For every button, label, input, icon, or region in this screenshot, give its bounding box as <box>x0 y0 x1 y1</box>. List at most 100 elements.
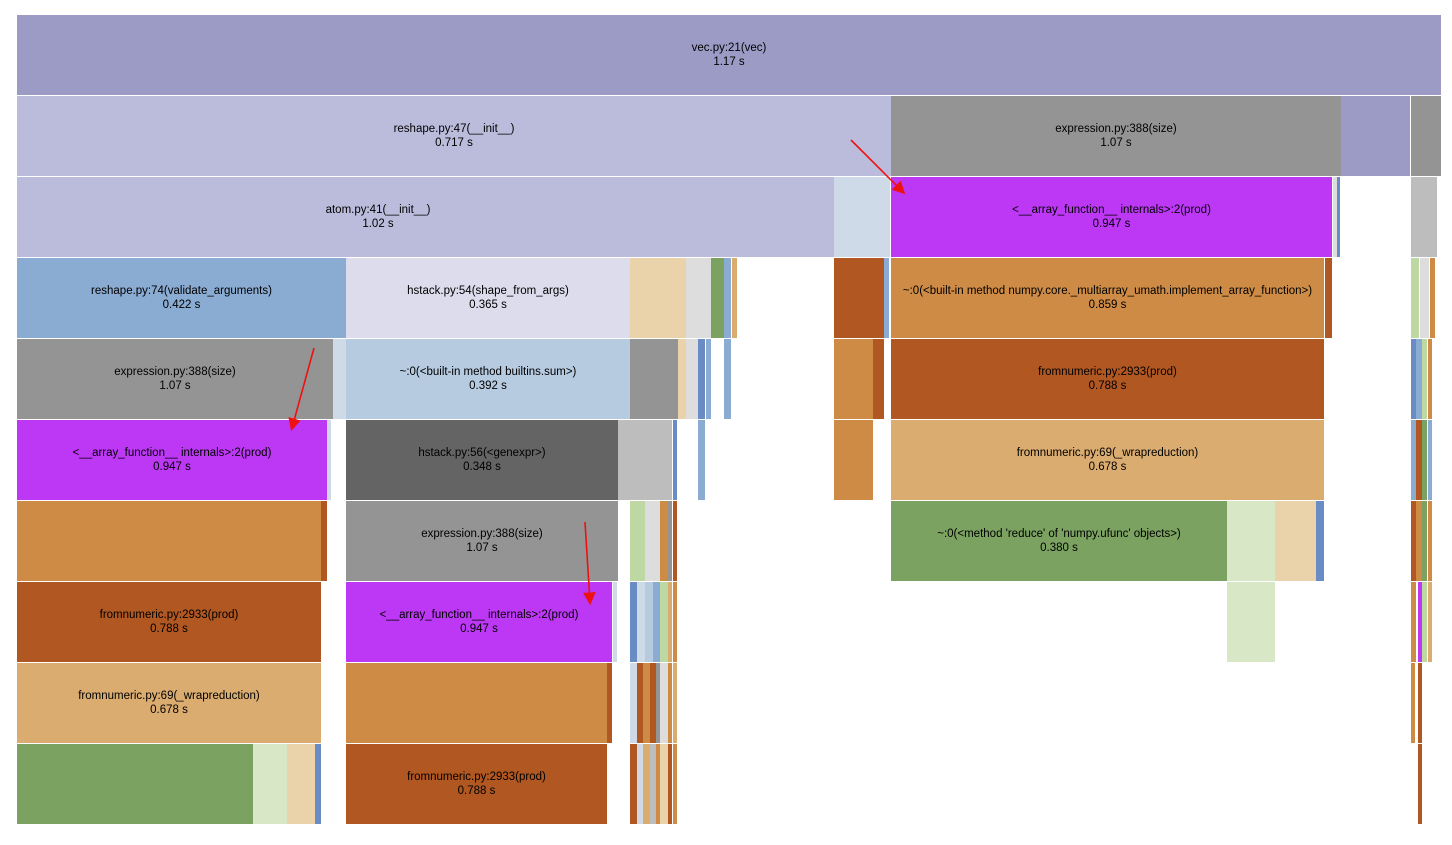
frame-vec[interactable]: vec.py:21(vec)1.17 s <box>17 15 1441 95</box>
frame-block[interactable] <box>834 420 873 500</box>
frame-array-function-prod-left[interactable]: <__array_function__ internals>:2(prod)0.… <box>17 420 327 500</box>
frame-block[interactable] <box>637 582 645 662</box>
frame-block[interactable] <box>686 339 698 419</box>
frame-block[interactable] <box>732 258 737 338</box>
frame-block[interactable] <box>1411 663 1415 743</box>
frame-block[interactable] <box>1422 339 1427 419</box>
frame-block[interactable] <box>673 663 677 743</box>
frame-block[interactable] <box>673 420 677 500</box>
frame-block[interactable] <box>1227 582 1275 662</box>
frame-block[interactable] <box>834 339 873 419</box>
frame-block[interactable] <box>1428 501 1432 581</box>
frame-wrapreduction-left[interactable]: fromnumeric.py:69(_wrapreduction)0.678 s <box>17 663 321 743</box>
frame-block[interactable] <box>653 582 660 662</box>
frame-fromnumeric-prod-mid[interactable]: fromnumeric.py:2933(prod)0.788 s <box>346 744 607 824</box>
frame-block[interactable] <box>656 744 660 824</box>
frame-block[interactable] <box>1411 582 1416 662</box>
frame-block[interactable] <box>1325 258 1332 338</box>
frame-block[interactable] <box>1411 339 1416 419</box>
frame-block[interactable] <box>1411 96 1441 176</box>
frame-block[interactable] <box>630 420 672 500</box>
frame-block[interactable] <box>884 177 890 257</box>
frame-expression-size-right[interactable]: expression.py:388(size)1.07 s <box>891 96 1341 176</box>
frame-block[interactable] <box>1275 501 1316 581</box>
frame-atom-init[interactable]: atom.py:41(__init__)1.02 s <box>17 177 739 257</box>
frame-block[interactable] <box>1316 501 1324 581</box>
frame-block[interactable] <box>698 339 705 419</box>
frame-shape-from-args[interactable]: hstack.py:54(shape_from_args)0.365 s <box>346 258 630 338</box>
frame-block[interactable] <box>1428 420 1432 500</box>
frame-block[interactable] <box>630 258 686 338</box>
frame-block[interactable] <box>630 501 645 581</box>
frame-block[interactable] <box>1411 177 1437 257</box>
frame-block[interactable] <box>1422 501 1427 581</box>
frame-block[interactable] <box>660 744 668 824</box>
frame-block[interactable] <box>1341 96 1410 176</box>
frame-expression-size-left[interactable]: expression.py:388(size)1.07 s <box>17 339 333 419</box>
frame-expression-size-mid[interactable]: expression.py:388(size)1.07 s <box>346 501 618 581</box>
frame-block[interactable] <box>706 339 711 419</box>
frame-validate-arguments[interactable]: reshape.py:74(validate_arguments)0.422 s <box>17 258 346 338</box>
frame-block[interactable] <box>668 501 672 581</box>
frame-block[interactable] <box>643 663 650 743</box>
frame-block[interactable] <box>645 582 653 662</box>
frame-fromnumeric-prod-left[interactable]: fromnumeric.py:2933(prod)0.788 s <box>17 582 321 662</box>
frame-array-function-prod-right[interactable]: <__array_function__ internals>:2(prod)0.… <box>891 177 1332 257</box>
frame-block[interactable] <box>1227 501 1275 581</box>
frame-block[interactable] <box>1411 258 1419 338</box>
frame-block[interactable] <box>673 501 677 581</box>
frame-block[interactable] <box>884 258 889 338</box>
frame-block[interactable] <box>321 501 327 581</box>
frame-block[interactable] <box>678 339 686 419</box>
frame-block[interactable] <box>739 177 834 257</box>
frame-block[interactable] <box>1416 501 1422 581</box>
frame-block[interactable] <box>637 744 643 824</box>
frame-block[interactable] <box>668 744 672 824</box>
frame-block[interactable] <box>1416 420 1422 500</box>
frame-block[interactable] <box>650 663 656 743</box>
frame-block[interactable] <box>1411 501 1416 581</box>
frame-block[interactable] <box>630 582 637 662</box>
frame-block[interactable] <box>656 663 660 743</box>
frame-block[interactable] <box>327 420 331 500</box>
frame-block[interactable] <box>1416 339 1422 419</box>
frame-block[interactable] <box>1430 258 1435 338</box>
frame-block[interactable] <box>724 258 731 338</box>
frame-block[interactable] <box>834 258 884 338</box>
frame-block[interactable] <box>17 744 253 824</box>
frame-block[interactable] <box>1418 582 1422 662</box>
frame-block[interactable] <box>1422 582 1427 662</box>
frame-block[interactable] <box>1337 177 1340 257</box>
frame-block[interactable] <box>834 177 884 257</box>
frame-reshape-init[interactable]: reshape.py:47(__init__)0.717 s <box>17 96 891 176</box>
frame-block[interactable] <box>673 582 677 662</box>
frame-block[interactable] <box>673 744 677 824</box>
frame-block[interactable] <box>650 744 656 824</box>
frame-block[interactable] <box>618 420 630 500</box>
frame-block[interactable] <box>1428 339 1432 419</box>
frame-block[interactable] <box>645 501 660 581</box>
frame-block[interactable] <box>1418 744 1422 824</box>
frame-block[interactable] <box>630 339 678 419</box>
frame-builtins-sum[interactable]: ~:0(<built-in method builtins.sum>)0.392… <box>346 339 630 419</box>
frame-array-function-prod-mid[interactable]: <__array_function__ internals>:2(prod)0.… <box>346 582 612 662</box>
frame-block[interactable] <box>1411 420 1416 500</box>
frame-block[interactable] <box>1333 177 1337 257</box>
frame-block[interactable] <box>630 663 637 743</box>
frame-block[interactable] <box>1420 258 1429 338</box>
frame-block[interactable] <box>660 663 668 743</box>
frame-block[interactable] <box>1428 582 1432 662</box>
frame-block[interactable] <box>643 744 650 824</box>
frame-hstack-genexpr[interactable]: hstack.py:56(<genexpr>)0.348 s <box>346 420 618 500</box>
frame-block[interactable] <box>607 663 612 743</box>
frame-block[interactable] <box>711 258 724 338</box>
frame-implement-array-function[interactable]: ~:0(<built-in method numpy.core._multiar… <box>891 258 1324 338</box>
frame-block[interactable] <box>1418 663 1422 743</box>
frame-block[interactable] <box>315 744 321 824</box>
frame-block[interactable] <box>873 339 884 419</box>
frame-block[interactable] <box>1422 420 1427 500</box>
frame-block[interactable] <box>668 582 672 662</box>
frame-block[interactable] <box>333 339 346 419</box>
frame-block[interactable] <box>660 582 668 662</box>
frame-block[interactable] <box>630 744 637 824</box>
